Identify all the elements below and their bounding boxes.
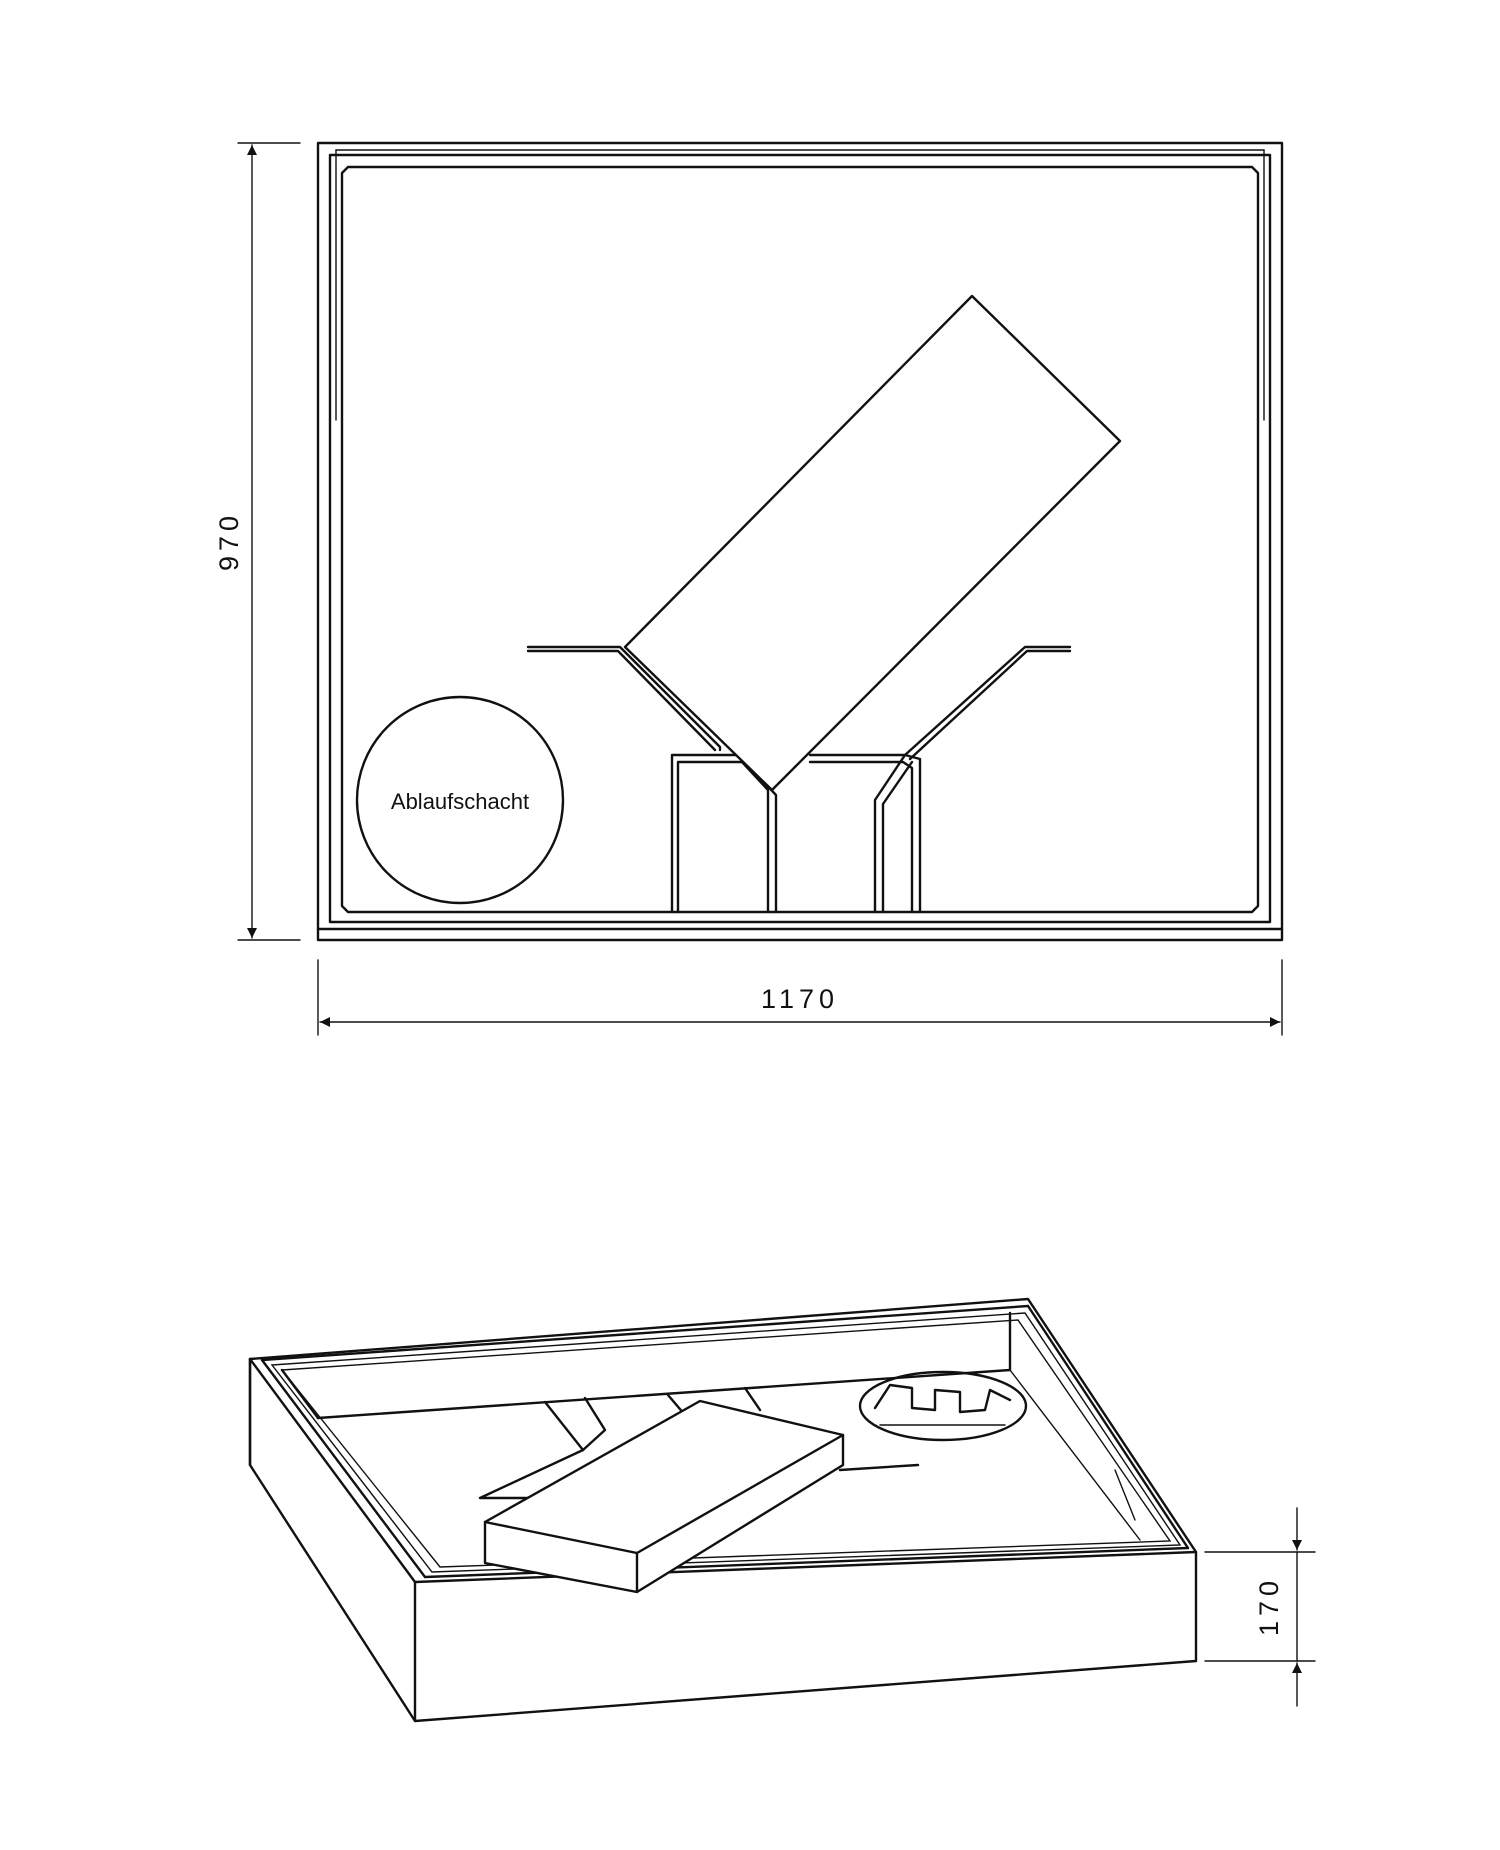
- width-dimension: 1170: [317, 959, 1283, 1036]
- depth-dimension-label: 970: [214, 511, 244, 571]
- drain-shaft-circle: [355, 695, 565, 905]
- plan-view: Ablaufschacht 970 1170: [214, 141, 1284, 1036]
- depth-dimension: 970: [214, 142, 301, 941]
- iso-drain-cover: [483, 1399, 845, 1594]
- iso-drain-channel: [478, 1386, 920, 1500]
- width-dimension-label: 1170: [761, 984, 839, 1014]
- drain-channel: [526, 645, 1072, 914]
- height-dimension: 170: [1204, 1507, 1316, 1707]
- drain-shaft-label: Ablaufschacht: [391, 789, 529, 814]
- tray-outer-rim: [316, 141, 1284, 942]
- iso-drain-shaft: [858, 1370, 1028, 1442]
- tray-basin-edge: [340, 165, 1260, 914]
- iso-view: 170: [248, 1297, 1316, 1723]
- tray-inner-rim: [328, 153, 1272, 924]
- height-dimension-label: 170: [1254, 1576, 1284, 1636]
- drain-cover-plate: [623, 294, 1122, 792]
